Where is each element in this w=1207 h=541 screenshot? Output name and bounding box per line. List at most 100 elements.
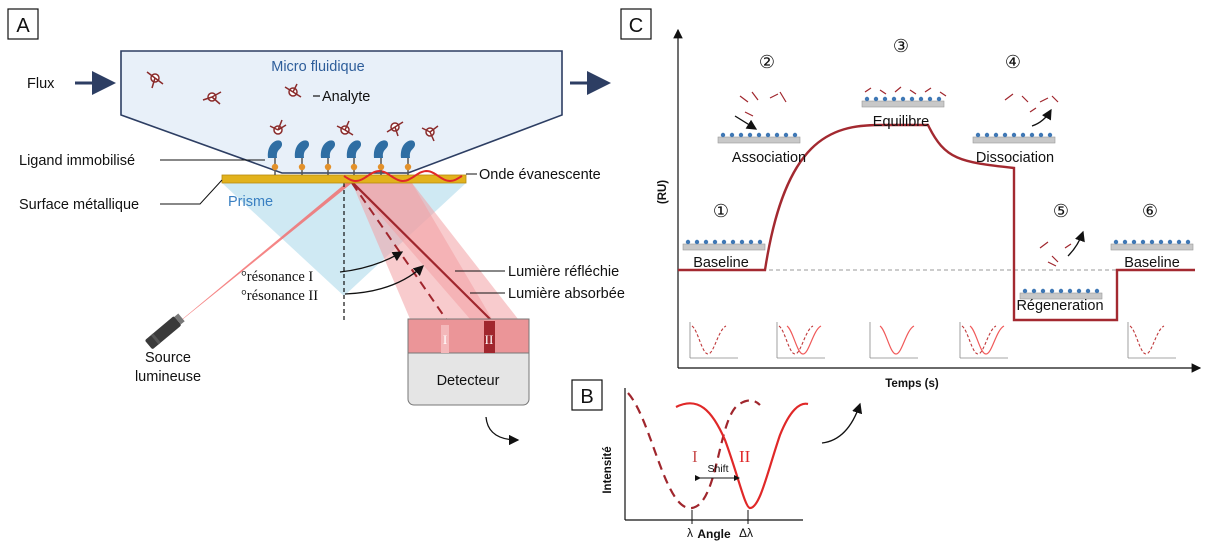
stage-label: Dissociation [976, 150, 1054, 166]
analyte-icon [336, 120, 354, 136]
detector-ii-label: II [485, 332, 494, 347]
b-lambda-label: λ [687, 526, 693, 540]
incident-light-beam [162, 183, 352, 336]
analyte-label: Analyte [322, 89, 370, 105]
b-shift-label: Shift [707, 463, 728, 475]
ligand-icon [346, 140, 362, 175]
sample-plate-icon [682, 239, 766, 251]
c-sensorgram-curve [678, 123, 1195, 322]
b-curve-ii-label: II [739, 447, 751, 466]
evanescent-wave [343, 169, 463, 183]
stage-number: ⑥ [1142, 201, 1158, 221]
b-curve-i [627, 392, 761, 510]
panel-a-box [7, 8, 39, 40]
ligand-label: Ligand immobilisé [19, 153, 135, 169]
absorbee-label: Lumière absorbée [508, 286, 625, 302]
source-label-line2: lumineuse [135, 369, 201, 385]
flux-label: Flux [27, 76, 55, 92]
equilibre-molecules-icon [864, 86, 947, 97]
reflechie-label: Lumière réfléchie [508, 264, 619, 280]
reflected-light-beam [352, 183, 518, 319]
c-ylabel: (RU) [657, 180, 669, 204]
detector-band-ii [484, 321, 495, 353]
sample-plate-icon [1110, 239, 1194, 251]
panel-b: B Intensité Angle I II Shift λ Δλ [571, 379, 863, 541]
resonance-i-label: °résonance I [241, 269, 313, 285]
b-ylabel: Intensité [602, 446, 614, 493]
stage-molecule-icons [739, 86, 1072, 267]
association-molecules-icon [739, 91, 787, 117]
b-xlabel: Angle [697, 527, 731, 541]
metal-surface [221, 174, 467, 184]
analyte-icon [421, 125, 439, 142]
dissociation-molecules-icon [1004, 93, 1059, 113]
ligand-icon [267, 140, 283, 175]
source-label-line1: Source [145, 350, 191, 366]
ligand-row [267, 140, 416, 175]
ligand-icon [373, 140, 389, 175]
regeneration-molecules-icon [1039, 241, 1072, 267]
association-arrow [734, 115, 758, 130]
b-to-c-arrow [821, 402, 863, 444]
panel-c: C (RU) Temps (s) ① Baseline ② Association ③ E… [620, 8, 1202, 390]
analyte-icon [386, 121, 404, 137]
mini-dip-graph-icon [959, 322, 1008, 359]
micro-fluidique-label: Micro fluidique [271, 59, 365, 75]
ligand-icon [294, 140, 310, 175]
panel-b-label: B [580, 386, 593, 408]
c-xlabel: Temps (s) [885, 378, 939, 390]
sample-plates [682, 96, 1194, 300]
mini-dip-graph-icon [776, 322, 825, 359]
analyte-icon [202, 91, 222, 105]
panel-c-box [620, 8, 652, 40]
panel-c-label: C [629, 15, 643, 37]
b-curve-i-label: I [692, 447, 698, 466]
stage-number: ① [713, 201, 729, 221]
resonance-ii-ray [352, 182, 491, 320]
stage-label: Association [732, 150, 806, 166]
stage-label: Baseline [1124, 255, 1180, 271]
light-source-icon [145, 313, 185, 349]
sample-plate-icon [861, 96, 945, 108]
prisme-label: Prisme [228, 194, 273, 210]
analyte-icon [269, 119, 287, 135]
stage-number: ④ [1005, 52, 1021, 72]
sample-plate-icon [717, 132, 801, 144]
regeneration-arrow [1067, 230, 1085, 257]
resonance-ii-label: °résonance II [241, 288, 318, 304]
surface-label: Surface métallique [19, 197, 139, 213]
surface-leader [160, 179, 223, 205]
stage-label: Baseline [693, 255, 749, 271]
stage-label: Régeneration [1016, 298, 1103, 314]
dissociation-arrow [1031, 108, 1052, 127]
detector: I II Detecteur [407, 318, 530, 406]
mini-dip-graph-icon [689, 322, 738, 359]
stage-number: ② [759, 52, 775, 72]
panel-a: A Flux Micro fluidique Analyte Prisme [7, 8, 625, 446]
mini-dip-graph-icon [1127, 322, 1176, 359]
b-delta-lambda-label: Δλ [739, 526, 753, 540]
sample-plate-icon [972, 132, 1056, 144]
sample-plate-icon [1019, 288, 1103, 300]
stage-label: Equilibre [873, 114, 929, 130]
detector-i-label: I [443, 332, 447, 347]
panel-b-box [571, 379, 603, 411]
analyte-icons [146, 71, 439, 142]
stage-labels: ① Baseline ② Association ③ Equilibre ④ Dissocia… [693, 36, 1180, 314]
analyte-icon [284, 83, 302, 98]
onde-label: Onde évanescente [479, 167, 601, 183]
stage-number: ⑤ [1053, 201, 1069, 221]
mini-dip-graphs [689, 322, 1176, 359]
resonance-i-ray [351, 182, 447, 320]
ligand-icon [320, 140, 336, 175]
resonance-ii-arrow [344, 265, 424, 295]
detector-band-i [441, 325, 449, 353]
b-curve-ii [675, 402, 809, 510]
panel-a-label: A [16, 15, 30, 37]
detecteur-label: Detecteur [437, 373, 500, 389]
ligand-icon [400, 140, 416, 175]
analyte-icon [146, 71, 164, 89]
mini-dip-graph-icon [869, 322, 918, 359]
stage-number: ③ [893, 36, 909, 56]
